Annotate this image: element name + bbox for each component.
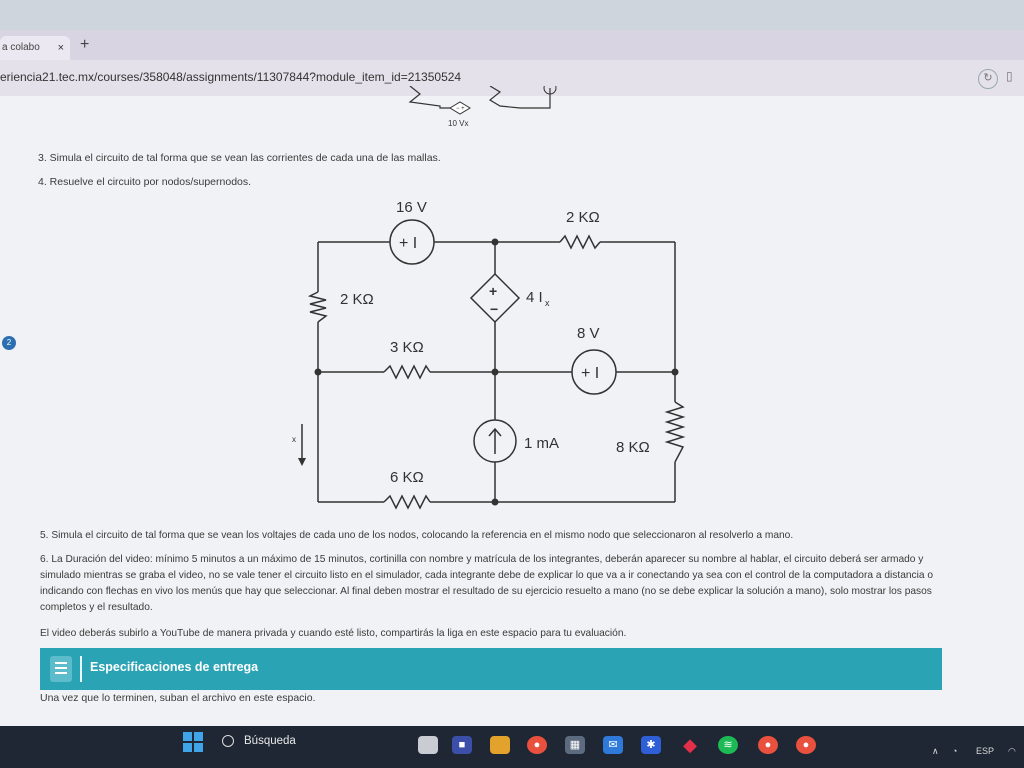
search-icon — [222, 735, 234, 747]
store-icon[interactable]: ▦ — [565, 736, 585, 754]
current-source-label: 1 mA — [524, 435, 559, 452]
browser-tab[interactable]: a colabo × — [0, 36, 70, 60]
url-text[interactable]: eriencia21.tec.mx/courses/358048/assignm… — [0, 70, 462, 84]
app-diamond-icon[interactable]: ◆ — [683, 735, 697, 755]
r-bottom-label: 6 KΩ — [390, 469, 424, 486]
meet-icon[interactable]: ■ — [452, 736, 472, 754]
chrome-profile-2-icon[interactable]: ● — [796, 736, 816, 754]
v16-label: 16 V — [396, 199, 427, 216]
tab-close-icon[interactable]: × — [57, 42, 64, 54]
v16-polarity: + I — [399, 235, 417, 252]
r-left-label: 2 KΩ — [340, 291, 374, 308]
mail-icon[interactable]: ✉ — [603, 736, 623, 754]
notification-badge[interactable]: 2 — [2, 336, 16, 350]
task-view-icon[interactable] — [418, 736, 438, 754]
spotify-icon[interactable]: ≋ — [718, 736, 738, 754]
r-top-label: 2 KΩ — [566, 209, 600, 226]
delivery-specs-banner: Especificaciones de entrega — [40, 648, 942, 690]
dep-source-label: 4 I — [526, 289, 543, 306]
tray-chevron-icon[interactable]: ∧ — [932, 746, 939, 756]
fragment-label: 10 Vx — [448, 119, 468, 128]
window-titlebar — [0, 0, 1024, 30]
v8-polarity: + I — [581, 365, 599, 382]
windows-start-icon[interactable] — [183, 732, 203, 752]
language-indicator[interactable]: ESP — [976, 746, 995, 756]
chrome-profile-icon[interactable]: ● — [758, 736, 778, 754]
ix-sub: x — [292, 435, 296, 444]
dep-minus: − — [490, 301, 498, 317]
previous-circuit-fragment: − + 10 Vx — [408, 86, 557, 128]
taskbar — [0, 726, 1024, 768]
document-icon — [50, 656, 72, 682]
new-tab-icon[interactable]: + — [80, 36, 90, 53]
instruction-item-5: 5. Simula el circuito de tal forma que s… — [40, 530, 794, 541]
instruction-item-4: 4. Resuelve el circuito por nodos/supern… — [38, 176, 252, 188]
dep-plus: + — [489, 283, 497, 299]
svg-text:− +: − + — [456, 106, 465, 112]
upload-instruction: Una vez que lo terminen, suban el archiv… — [40, 692, 316, 704]
instruction-item-6: 6. La Duración del video: mínimo 5 minut… — [40, 554, 934, 613]
file-explorer-icon[interactable] — [490, 736, 510, 754]
teams-icon[interactable]: ✱ — [641, 736, 661, 754]
r-mid-label: 3 KΩ — [390, 339, 424, 356]
address-bar[interactable]: eriencia21.tec.mx/courses/358048/assignm… — [0, 60, 1024, 97]
tab-title: a colabo — [2, 42, 40, 53]
banner-title: Especificaciones de entrega — [90, 660, 259, 674]
circuit-diagram: + I + I + − 16 V 2 KΩ 2 KΩ 4 I x 3 KΩ 8 … — [290, 199, 686, 510]
search-label: Búsqueda — [244, 735, 296, 747]
dep-source-sub: x — [545, 298, 550, 308]
r-right-label: 8 KΩ — [616, 439, 650, 456]
chrome-icon[interactable]: ● — [527, 736, 547, 754]
video-note: El video deberás subirlo a YouTube de ma… — [40, 628, 627, 639]
banner-divider — [80, 656, 82, 682]
side-panel-icon[interactable]: ▯ — [1006, 69, 1013, 83]
page-content: 2 − + 10 Vx 3. Simula el circuito de tal… — [0, 86, 1024, 726]
taskbar-search[interactable]: Búsqueda — [222, 733, 402, 753]
refresh-icon[interactable]: ↻ — [978, 69, 998, 89]
instruction-item-3: 3. Simula el circuito de tal forma que s… — [38, 152, 441, 164]
network-icon[interactable]: ◔ — [952, 746, 958, 756]
tab-strip — [0, 30, 1024, 60]
v8-label: 8 V — [577, 325, 600, 342]
wifi-icon[interactable]: ◠ — [1008, 746, 1016, 756]
